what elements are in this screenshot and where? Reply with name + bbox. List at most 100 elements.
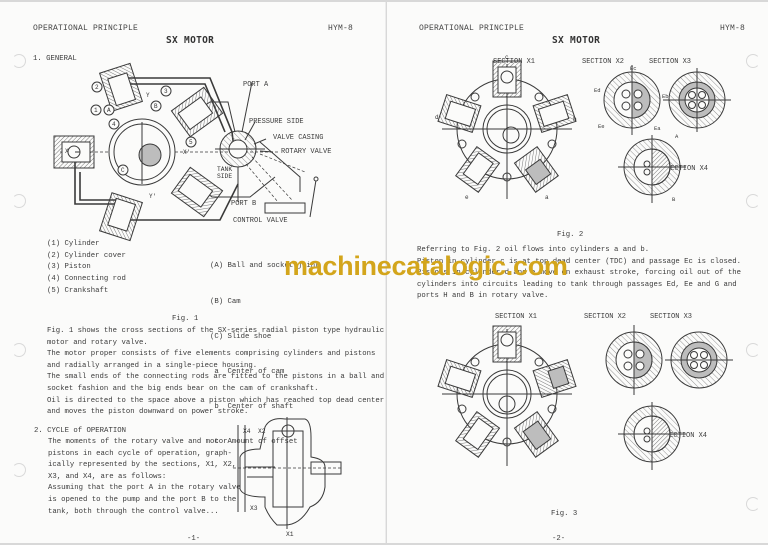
fig2-section-diagrams: c d b e a Ec Ed Eb Ee Ea [435, 54, 731, 203]
binder-hole [746, 54, 760, 68]
fig1-caption: Fig. 1 [172, 315, 199, 323]
section-2-heading: 2. CYCLE of OPERATION [34, 427, 126, 435]
right-page-number: -2- [552, 535, 566, 543]
right-page-title: SX MOTOR [552, 35, 601, 46]
label-valve-casing: VALVE CASING [273, 134, 324, 142]
legend-numbered: (1) Cylinder (2) Cylinder cover (3) Pist… [47, 239, 126, 298]
svg-text:c: c [505, 54, 509, 61]
fig2-section-x3-label: SECTION X3 [649, 58, 692, 66]
svg-text:a: a [545, 194, 549, 201]
svg-text:e: e [465, 194, 469, 201]
legend-item: c Amount of offset [210, 437, 298, 446]
svg-text:Ec: Ec [630, 65, 637, 72]
text-line: The small ends of the connecting rods ar… [47, 373, 385, 382]
right-header-code: HYM-8 [720, 24, 746, 33]
svg-text:X: X [65, 148, 69, 155]
left-header-code: HYM-8 [328, 24, 354, 33]
legend-item: (C) Slide shoe [210, 332, 272, 341]
motor-side-view-diagram [233, 417, 343, 529]
text-line: pistons in each cycle of operation, grap… [48, 449, 232, 458]
legend-item: (2) Cylinder cover [47, 251, 126, 260]
label-x4: X4 [243, 428, 251, 435]
svg-text:1: 1 [94, 107, 98, 114]
text-line: Referring to Fig. 2 oil flows into cylin… [417, 246, 650, 254]
text-line: motor and rotary valve. [47, 338, 148, 347]
fig2-caption: Fig. 2 [557, 231, 584, 239]
fig2-description: Referring to Fig. 2 oil flows into cylin… [417, 245, 741, 303]
text-line: ically represented by the sections, X1, … [48, 461, 237, 470]
fig3-section-x3-label: SECTION X3 [650, 313, 693, 321]
legend-item: b Center of shaft [210, 402, 294, 411]
text-line: tank, both through the control valve... [48, 507, 219, 516]
text-line: X3, and X4, are as follows: [48, 472, 167, 481]
svg-text:A: A [675, 133, 679, 140]
legend-item: (A) Ball and socket joint [210, 262, 320, 271]
binder-hole [12, 463, 26, 477]
section-1-heading: 1. GENERAL [33, 55, 77, 63]
cycle-description: The moments of the rotary valve and moto… [48, 437, 241, 518]
svg-text:Eb: Eb [662, 93, 669, 100]
svg-text:2: 2 [95, 84, 99, 91]
fig3-caption: Fig. 3 [551, 510, 578, 518]
legend-lettered: (A) Ball and socket joint (B) Cam (C) Sl… [210, 238, 319, 472]
text-line: and radially arranged in a single-piece … [47, 361, 258, 370]
legend-item: (5) Crankshaft [47, 286, 109, 295]
svg-text:3: 3 [164, 88, 168, 95]
text-line: socket fashion and the big ends bear on … [47, 384, 319, 393]
binder-hole [12, 54, 26, 68]
text-line: and moves the piston downward on power s… [47, 408, 249, 417]
svg-text:Ee: Ee [598, 123, 605, 130]
svg-text:Y': Y' [149, 193, 156, 200]
legend-item: a Center of cam [210, 367, 285, 376]
text-line: Piston in cylinder c is at top dead cent… [417, 257, 742, 266]
svg-text:B: B [672, 196, 676, 203]
label-x3: X3 [250, 505, 258, 512]
fig3-section-diagrams [437, 325, 733, 470]
label-x1: X1 [286, 531, 294, 538]
left-page-number: -1- [187, 535, 201, 543]
left-header-section: OPERATIONAL PRINCIPLE [33, 24, 139, 33]
label-rotary-valve: ROTARY VALVE [281, 148, 332, 156]
left-page-title: SX MOTOR [166, 35, 215, 46]
svg-text:d: d [435, 114, 439, 121]
label-tank-side: TANK [217, 166, 233, 173]
fig3-section-x4-label: SECTION X4 [665, 432, 708, 440]
text-line: Pistons in cylinder d and e move on exha… [417, 269, 742, 278]
svg-text:Y: Y [146, 92, 150, 99]
label-port-b: PORT B [231, 200, 257, 208]
binder-hole [746, 497, 760, 511]
svg-text:X': X' [183, 149, 190, 156]
svg-text:Ea: Ea [654, 125, 661, 132]
legend-item: (B) Cam [210, 297, 241, 306]
left-page: OPERATIONAL PRINCIPLE HYM-8 SX MOTOR 1. … [0, 2, 386, 543]
svg-text:5: 5 [189, 139, 193, 146]
legend-item: (3) Piston [47, 263, 91, 272]
right-page: OPERATIONAL PRINCIPLE HYM-8 SX MOTOR SEC… [387, 2, 768, 543]
label-tank-side-2: SIDE [217, 173, 233, 180]
text-line: is opened to the pump and the port B to … [48, 495, 237, 504]
text-line: The moments of the rotary valve and moto… [48, 438, 228, 446]
fig1-motor-diagram: 2 3 1 A B 4 5 C X X' Y Y' [53, 62, 319, 242]
fig3-section-x1-label: SECTION X1 [495, 313, 538, 321]
label-control-valve: CONTROL VALVE [233, 217, 288, 225]
svg-text:4: 4 [112, 121, 116, 128]
text-line: cylinders into circuits leading to tank … [417, 280, 737, 289]
binder-hole [12, 194, 26, 208]
text-line: Assuming that the port A in the rotary v… [48, 484, 241, 493]
legend-item: (1) Cylinder [47, 240, 100, 248]
label-pressure-side: PRESSURE SIDE [249, 118, 304, 126]
svg-text:Ed: Ed [594, 87, 601, 94]
svg-text:B: B [154, 103, 158, 110]
binder-hole [12, 343, 26, 357]
text-line: The motor proper consists of five elemen… [47, 350, 376, 359]
legend-item: (4) Connecting rod [47, 275, 126, 284]
svg-text:C: C [121, 167, 125, 174]
label-x2: X2 [258, 428, 266, 435]
text-line: Fig. 1 shows the cross sections of the S… [47, 327, 385, 335]
svg-text:A: A [107, 107, 111, 114]
fig2-section-x4-label: SECTION X4 [666, 165, 709, 173]
text-line: Oil is directed to the space above a pis… [47, 396, 385, 405]
general-description: Fig. 1 shows the cross sections of the S… [47, 326, 384, 419]
watermark: machinecatalogic.com [284, 251, 568, 281]
